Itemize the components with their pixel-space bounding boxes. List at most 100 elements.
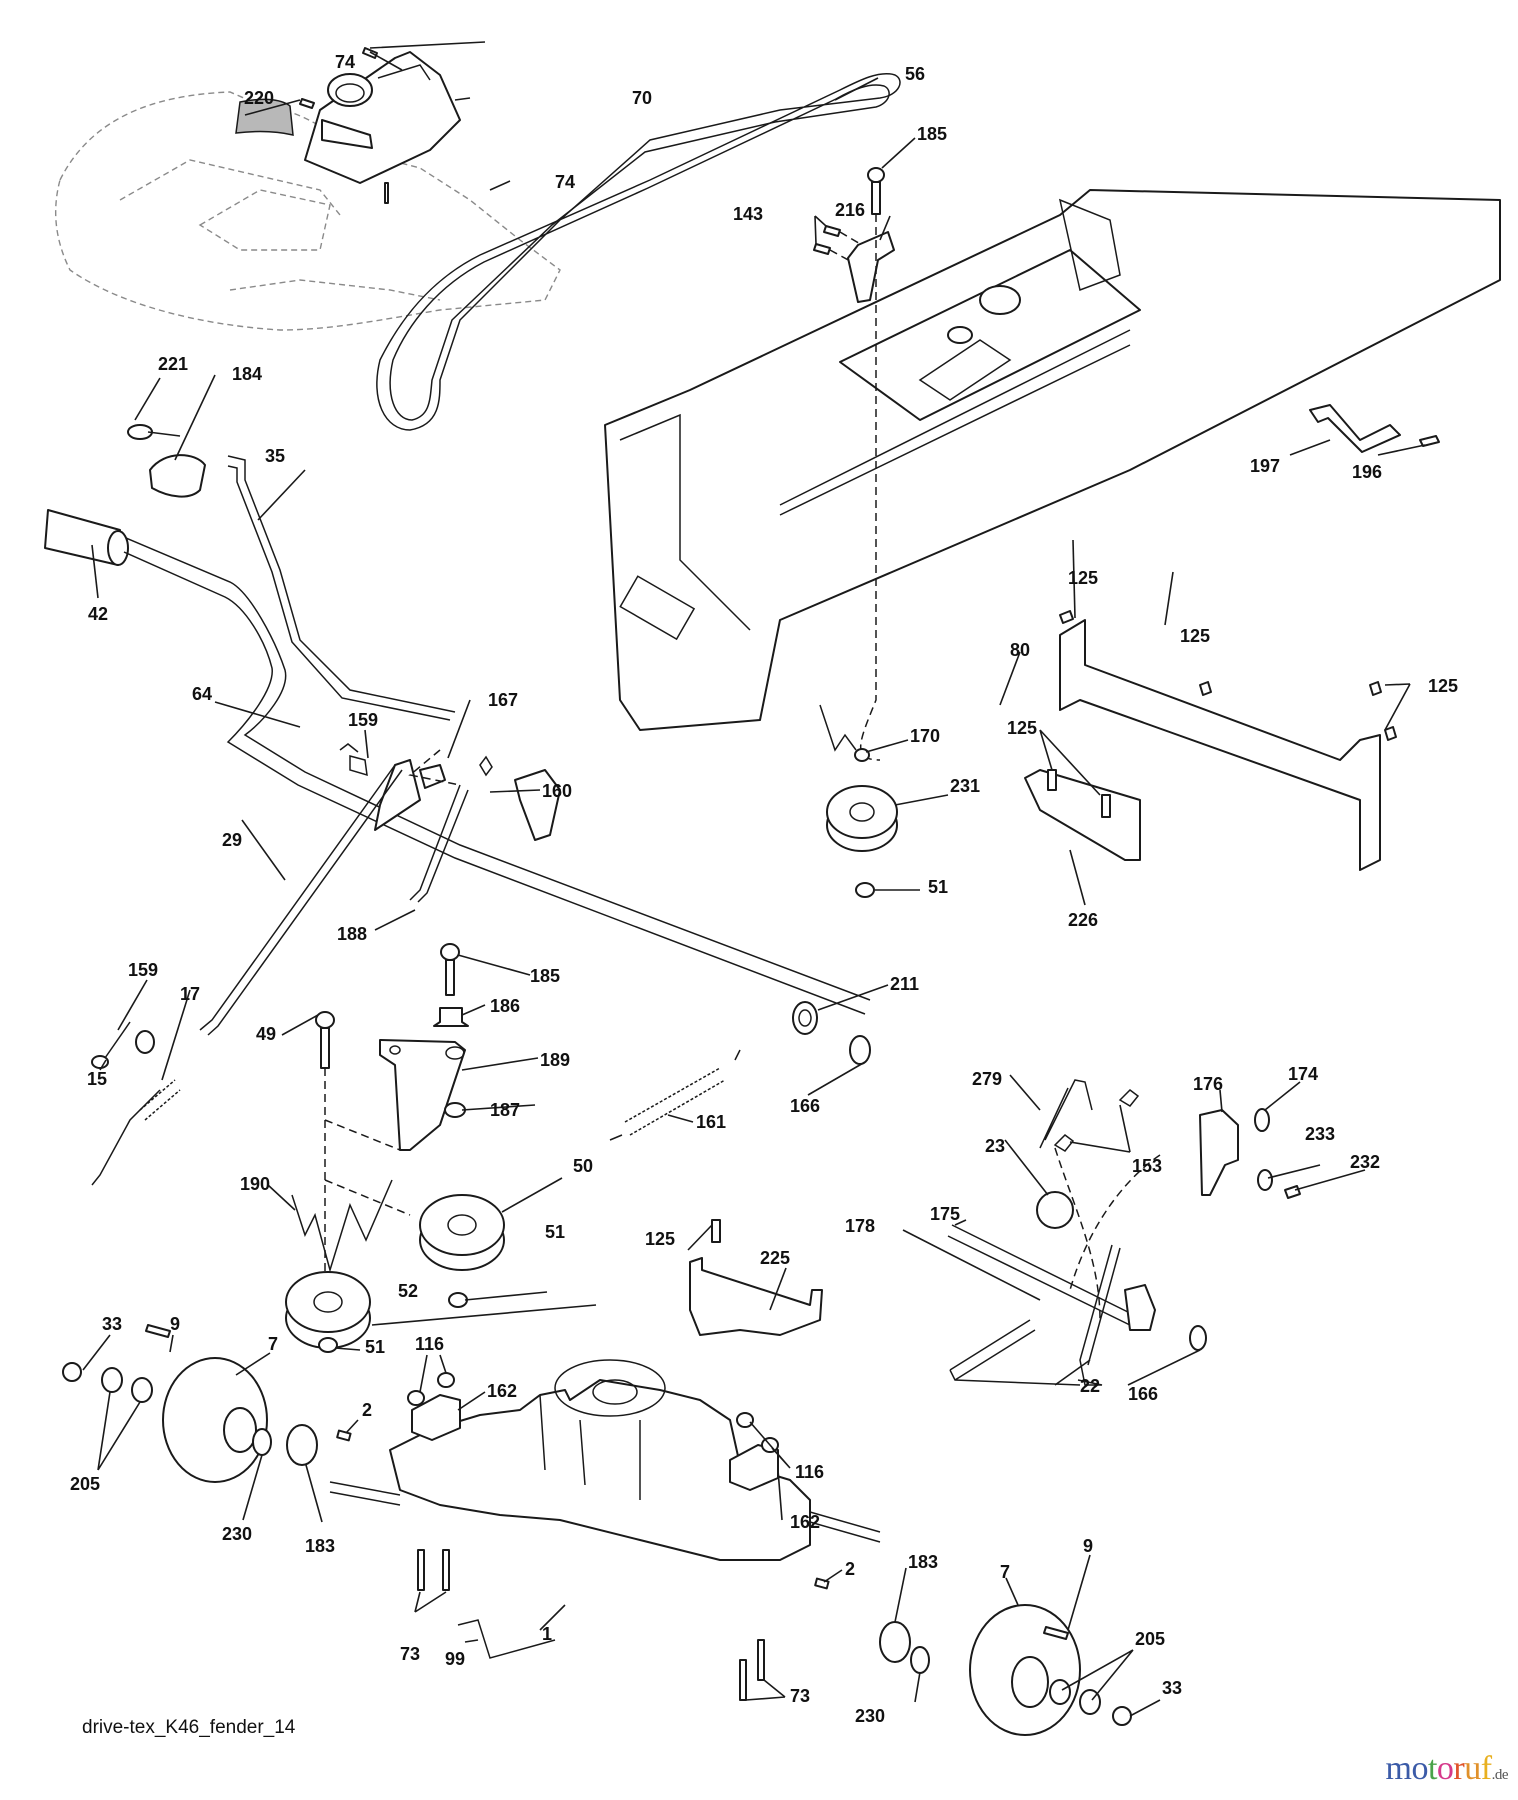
frame-chassis — [604, 189, 1501, 731]
callout-42[interactable]: 42 — [88, 604, 108, 624]
callout-2[interactable]: 2 — [362, 1400, 372, 1420]
callout-35[interactable]: 35 — [265, 446, 285, 466]
callout-187[interactable]: 187 — [490, 1100, 520, 1120]
part-216-bracket — [813, 225, 895, 303]
callout-50[interactable]: 50 — [573, 1156, 593, 1176]
callout-160[interactable]: 160 — [542, 781, 572, 801]
callout-205[interactable]: 205 — [70, 1474, 100, 1494]
part-183-bearing-left — [286, 1424, 318, 1466]
part-211-bushing — [792, 1001, 818, 1035]
part-175-shaft — [947, 1224, 1156, 1331]
callout-170[interactable]: 170 — [910, 726, 940, 746]
callout-162[interactable]: 162 — [487, 1381, 517, 1401]
callout-162[interactable]: 162 — [790, 1512, 820, 1532]
logo-letter: r — [1453, 1750, 1465, 1787]
part-189-idler-arm — [379, 1039, 466, 1151]
callout-185[interactable]: 185 — [917, 124, 947, 144]
callout-186[interactable]: 186 — [490, 996, 520, 1016]
callout-166[interactable]: 166 — [1128, 1384, 1158, 1404]
callout-205[interactable]: 205 — [1135, 1629, 1165, 1649]
callout-190[interactable]: 190 — [240, 1174, 270, 1194]
part-233-washer — [1257, 1169, 1273, 1191]
callout-161[interactable]: 161 — [696, 1112, 726, 1132]
part-49-bolt — [315, 1011, 411, 1280]
callout-153[interactable]: 153 — [1132, 1156, 1162, 1176]
callout-231[interactable]: 231 — [950, 776, 980, 796]
callout-33[interactable]: 33 — [102, 1314, 122, 1334]
callout-64[interactable]: 64 — [192, 684, 212, 704]
callout-216[interactable]: 216 — [835, 200, 865, 220]
callout-70[interactable]: 70 — [632, 88, 652, 108]
callout-99[interactable]: 99 — [445, 1649, 465, 1669]
callout-1[interactable]: 1 — [542, 1624, 552, 1644]
callout-178[interactable]: 178 — [845, 1216, 875, 1236]
callout-225[interactable]: 225 — [760, 1248, 790, 1268]
part-125-bolts — [1047, 610, 1397, 818]
callout-279[interactable]: 279 — [972, 1069, 1002, 1089]
callout-211[interactable]: 211 — [890, 974, 919, 994]
callout-185[interactable]: 185 — [530, 966, 560, 986]
callout-183[interactable]: 183 — [908, 1552, 938, 1572]
callout-159[interactable]: 159 — [128, 960, 158, 980]
callout-188[interactable]: 188 — [337, 924, 367, 944]
part-7-hub-right — [969, 1604, 1081, 1736]
callout-51[interactable]: 51 — [365, 1337, 385, 1357]
callout-125[interactable]: 125 — [1007, 718, 1037, 738]
callout-197[interactable]: 197 — [1250, 456, 1280, 476]
callout-2[interactable]: 2 — [845, 1559, 855, 1579]
callout-116[interactable]: 116 — [415, 1334, 444, 1354]
callout-52[interactable]: 52 — [398, 1281, 418, 1301]
part-230-washer-left — [252, 1428, 272, 1456]
callout-175[interactable]: 175 — [930, 1204, 960, 1224]
callout-174[interactable]: 174 — [1288, 1064, 1318, 1084]
callout-9[interactable]: 9 — [1083, 1536, 1093, 1556]
callout-73[interactable]: 73 — [400, 1644, 420, 1664]
motoruf-logo[interactable]: motoruf.de — [1386, 1750, 1509, 1788]
callout-51[interactable]: 51 — [545, 1222, 565, 1242]
callout-33[interactable]: 33 — [1162, 1678, 1182, 1698]
part-51-nut-a — [855, 882, 875, 898]
logo-letter: f — [1480, 1750, 1492, 1787]
callout-116[interactable]: 116 — [795, 1462, 824, 1482]
callout-125[interactable]: 125 — [1180, 626, 1210, 646]
callout-7[interactable]: 7 — [268, 1334, 278, 1354]
callout-183[interactable]: 183 — [305, 1536, 335, 1556]
callout-74[interactable]: 74 — [335, 52, 355, 72]
callout-232[interactable]: 232 — [1350, 1152, 1380, 1172]
callout-233[interactable]: 233 — [1305, 1124, 1335, 1144]
callout-56[interactable]: 56 — [905, 64, 925, 84]
callout-7[interactable]: 7 — [1000, 1562, 1010, 1582]
callout-184[interactable]: 184 — [232, 364, 262, 384]
callout-9[interactable]: 9 — [170, 1314, 180, 1334]
callout-51[interactable]: 51 — [928, 877, 948, 897]
callout-230[interactable]: 230 — [855, 1706, 885, 1726]
callout-143[interactable]: 143 — [733, 204, 763, 224]
callout-189[interactable]: 189 — [540, 1050, 570, 1070]
callout-125[interactable]: 125 — [1068, 568, 1098, 588]
callout-15[interactable]: 15 — [87, 1069, 107, 1089]
callout-220[interactable]: 220 — [244, 88, 274, 108]
part-33-clip-right — [1112, 1706, 1132, 1726]
callout-230[interactable]: 230 — [222, 1524, 252, 1544]
callout-49[interactable]: 49 — [256, 1024, 276, 1044]
callout-221[interactable]: 221 — [158, 354, 188, 374]
callout-73[interactable]: 73 — [790, 1686, 810, 1706]
callout-167[interactable]: 167 — [488, 690, 518, 710]
callout-22[interactable]: 22 — [1080, 1376, 1100, 1396]
callout-29[interactable]: 29 — [222, 830, 242, 850]
callout-17[interactable]: 17 — [180, 984, 200, 1004]
callout-166[interactable]: 166 — [790, 1096, 820, 1116]
callout-125[interactable]: 125 — [1428, 676, 1458, 696]
part-188-rod — [409, 784, 469, 903]
callout-196[interactable]: 196 — [1352, 462, 1382, 482]
callout-159[interactable]: 159 — [348, 710, 378, 730]
callout-125[interactable]: 125 — [645, 1229, 675, 1249]
callout-226[interactable]: 226 — [1068, 910, 1098, 930]
callout-23[interactable]: 23 — [985, 1136, 1005, 1156]
callout-80[interactable]: 80 — [1010, 640, 1030, 660]
part-184-knob — [149, 454, 206, 498]
callout-74[interactable]: 74 — [555, 172, 575, 192]
callout-176[interactable]: 176 — [1193, 1074, 1223, 1094]
part-205-washer-left-b — [131, 1377, 153, 1403]
part-74-screws — [299, 47, 389, 204]
